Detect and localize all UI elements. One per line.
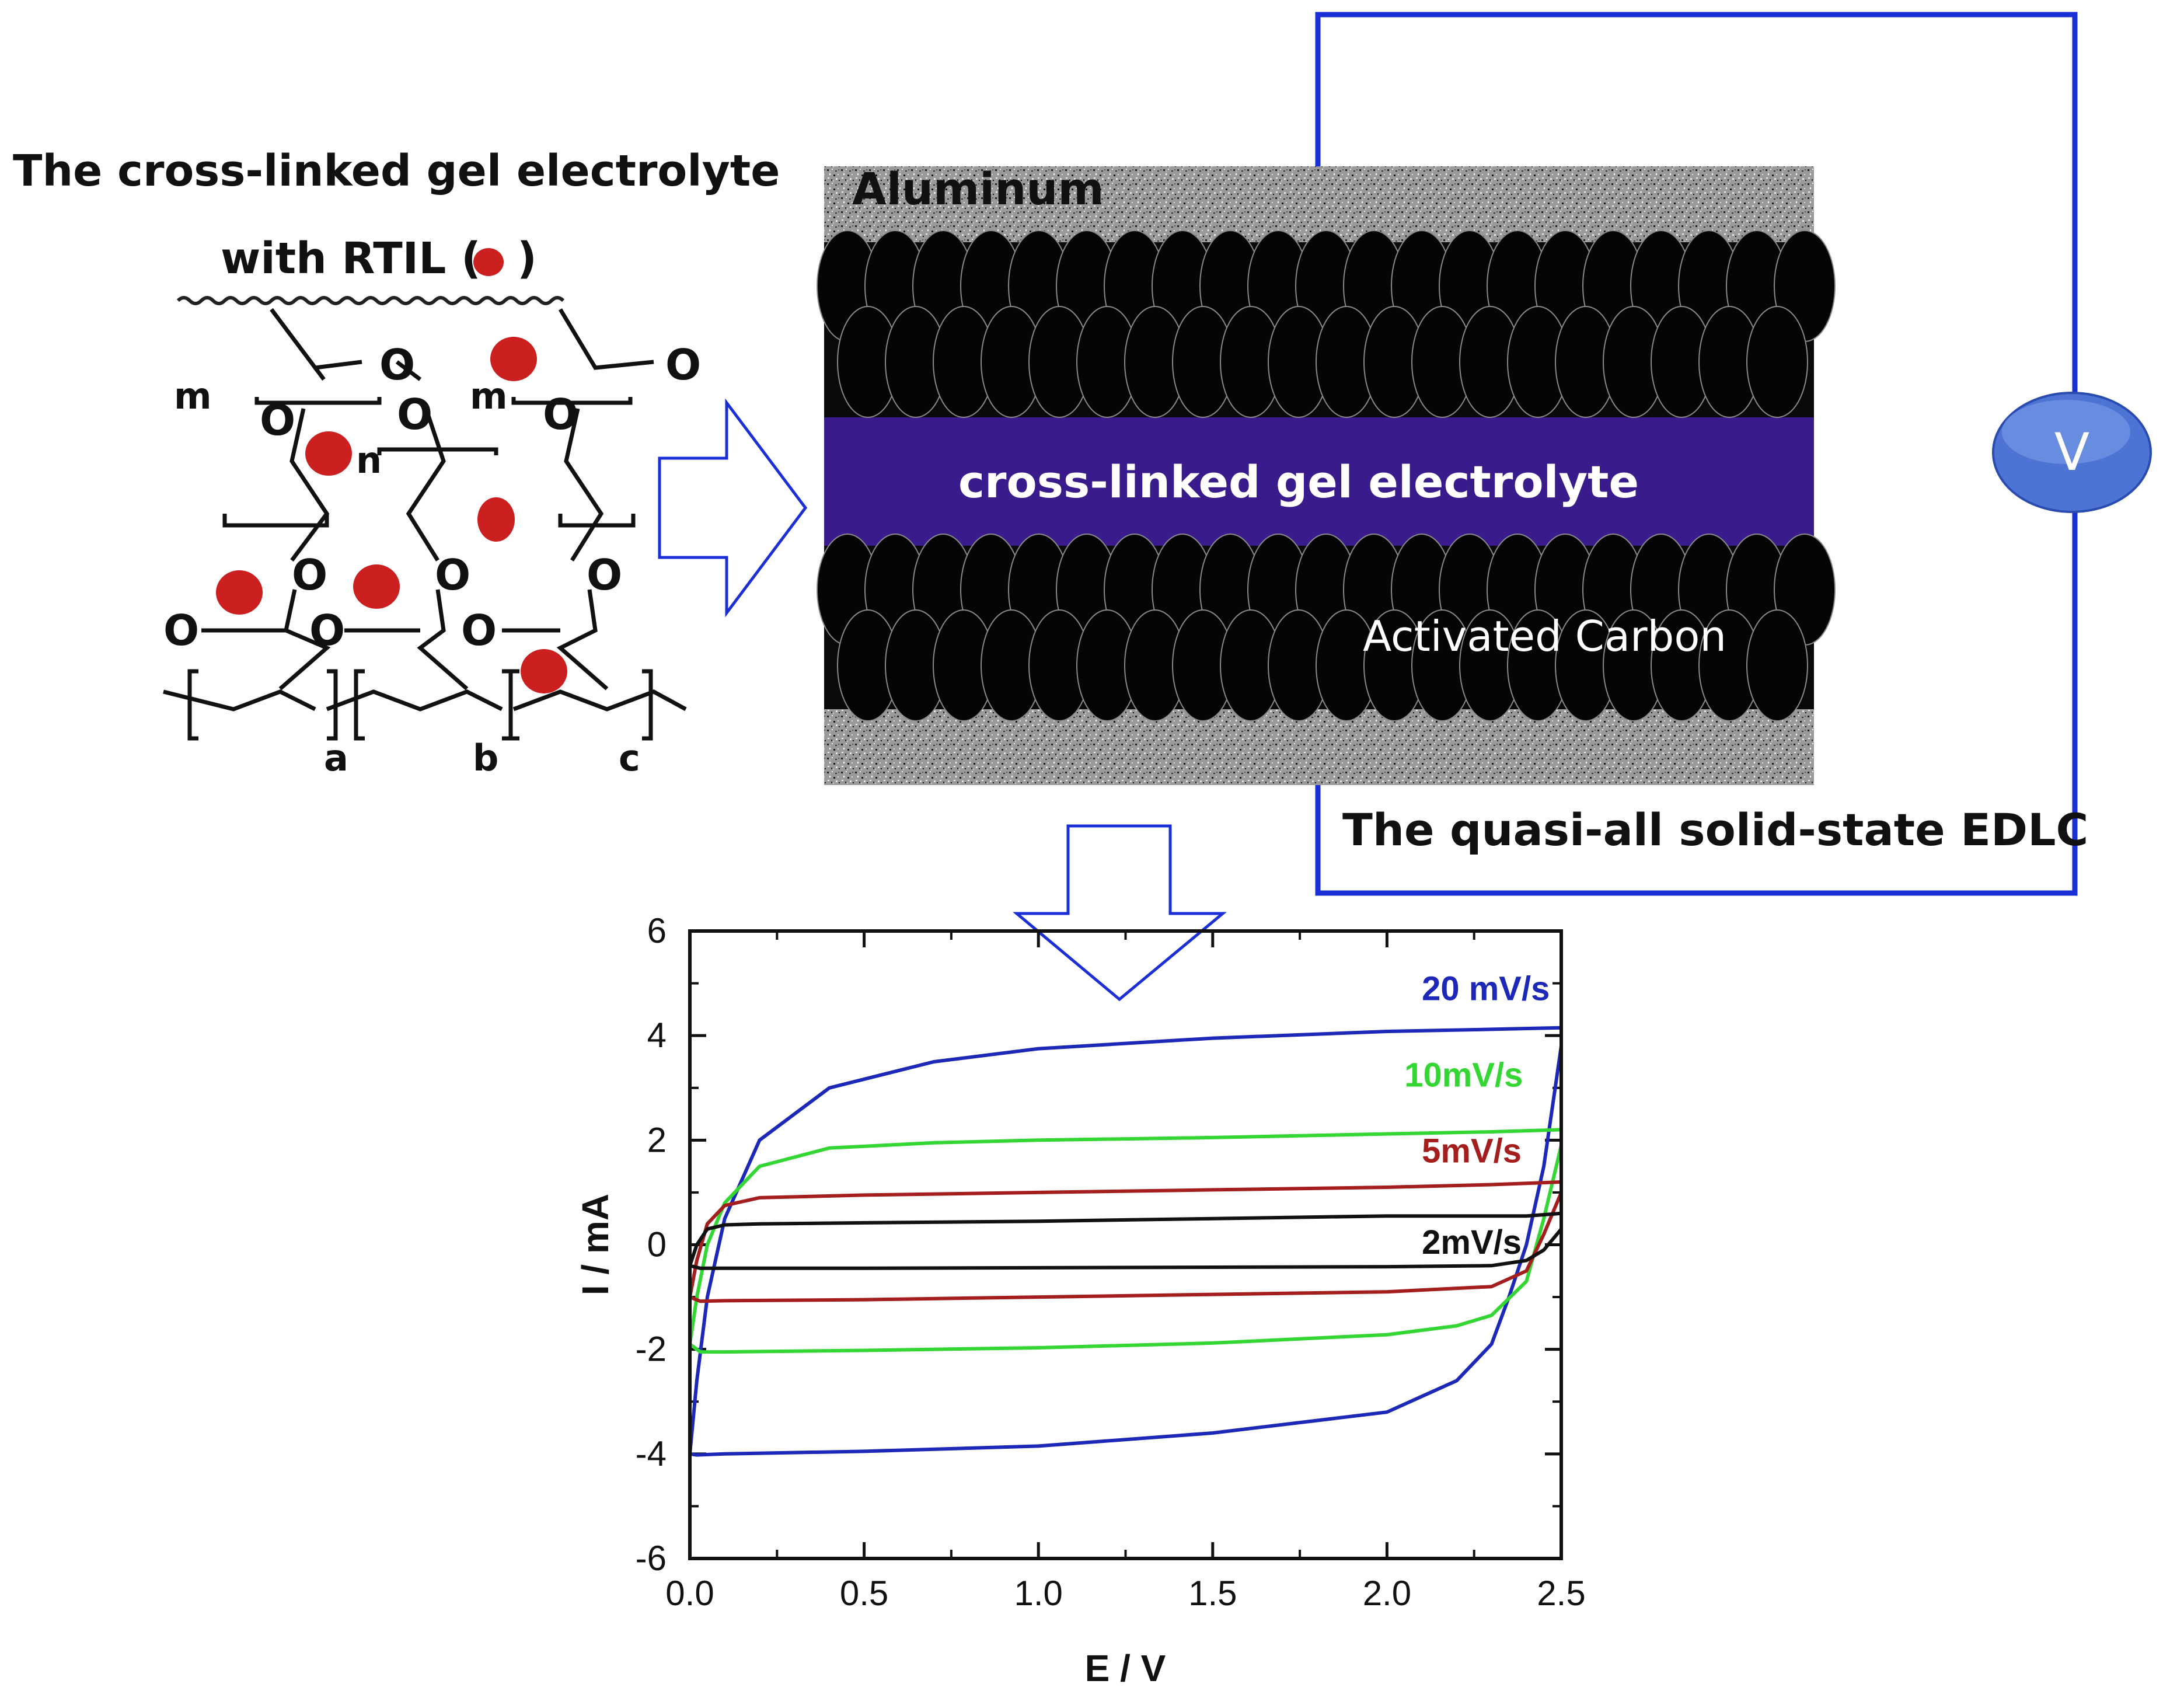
rtil-legend-dot	[473, 248, 504, 276]
electrolyte-label: cross-linked gel electrolyte	[958, 456, 1639, 508]
aluminum-label: Aluminum	[852, 163, 1104, 215]
series-label: 10mV/s	[1404, 1056, 1523, 1094]
oxygen-atom: O	[163, 606, 199, 655]
rtil-ion	[490, 337, 537, 381]
x-tick-label: 0.0	[665, 1574, 714, 1613]
device-caption: The quasi-all solid-state EDLC	[1342, 804, 2088, 856]
rtil-ion	[477, 497, 515, 542]
plot-frame	[688, 929, 1563, 1560]
series-label: 2mV/s	[1422, 1223, 1522, 1261]
electrolyte-layer	[824, 417, 1814, 546]
series-label: 20 mV/s	[1422, 970, 1550, 1008]
oxygen-atom: O	[379, 340, 415, 389]
series-label: 5mV/s	[1422, 1132, 1522, 1170]
rtil-ions	[216, 248, 567, 693]
oxygen-atom: O	[587, 550, 622, 599]
repeat-index-b: b	[473, 737, 498, 779]
rtil-ion	[521, 649, 567, 693]
oxygen-atom: O	[665, 340, 701, 389]
activated-carbon-label: Activated Carbon	[1363, 612, 1726, 661]
oxygen-atom: O	[435, 550, 470, 599]
oxygen-atom: O	[461, 606, 497, 655]
y-tick-label: 2	[647, 1120, 667, 1159]
aluminum-bottom-layer	[824, 709, 1814, 785]
carbon-particle	[1746, 609, 1808, 721]
arrow-down-icon	[1013, 824, 1227, 1002]
rtil-ion	[305, 431, 352, 476]
cv-chart: 0.0 0.5 1.0 1.5 2.0 2.5 6 4 2 0 -2 -4 -6 20 mV/s 10mV…	[574, 911, 1586, 1689]
x-tick-label: 2.5	[1537, 1574, 1585, 1613]
edlc-device	[817, 166, 1836, 785]
scheme-subtitle-end: )	[517, 233, 537, 284]
voltmeter-label: V	[2054, 422, 2089, 482]
scheme-title: The cross-linked gel electrolyte	[13, 146, 780, 196]
y-tick-label: -6	[636, 1539, 667, 1578]
carbon-particle	[1746, 306, 1808, 418]
x-axis-label: E / V	[1085, 1647, 1166, 1689]
rtil-ion	[216, 570, 263, 615]
x-tick-label: 2.0	[1363, 1574, 1411, 1613]
oxygen-atom: O	[543, 390, 578, 439]
y-tick-label: 4	[647, 1016, 667, 1055]
oxygen-atom: O	[397, 390, 432, 439]
repeat-index-c: c	[619, 737, 640, 779]
wavy-surface-line	[176, 296, 565, 305]
y-tick-label: 6	[647, 911, 667, 950]
carbon-particles	[817, 230, 1836, 721]
scheme-subtitle: with RTIL ()	[221, 233, 537, 284]
voltmeter: V	[1992, 392, 2152, 513]
y-tick-label: -2	[636, 1330, 667, 1369]
tick-labels: 0.0 0.5 1.0 1.5 2.0 2.5 6 4 2 0 -2 -4 -6	[636, 911, 1586, 1613]
rtil-ion	[353, 564, 400, 609]
y-tick-label: 0	[647, 1225, 667, 1264]
oxygen-atom: O	[260, 396, 295, 445]
side-chain-bonds	[163, 308, 687, 741]
scheme-subtitle-text: with RTIL (	[221, 233, 481, 284]
x-tick-label: 1.5	[1188, 1574, 1237, 1613]
repeat-index-m: m	[174, 375, 212, 417]
repeat-index-n: n	[356, 439, 382, 482]
x-tick-label: 0.5	[840, 1574, 888, 1613]
y-tick-label: -4	[636, 1434, 667, 1473]
oxygen-atom: O	[309, 606, 345, 655]
repeat-index-m: m	[470, 375, 508, 417]
series-labels: 20 mV/s 10mV/s 5mV/s 2mV/s	[1404, 970, 1550, 1261]
repeat-index-a: a	[324, 737, 348, 779]
aluminum-top-layer	[824, 166, 1814, 242]
oxygen-atom: O	[292, 550, 327, 599]
arrow-right-icon	[658, 398, 808, 618]
polymer-structure: O O O O O O O O O O O m m n a b c	[163, 248, 701, 779]
y-axis-label: I / mA	[574, 1194, 616, 1295]
x-tick-label: 1.0	[1014, 1574, 1062, 1613]
